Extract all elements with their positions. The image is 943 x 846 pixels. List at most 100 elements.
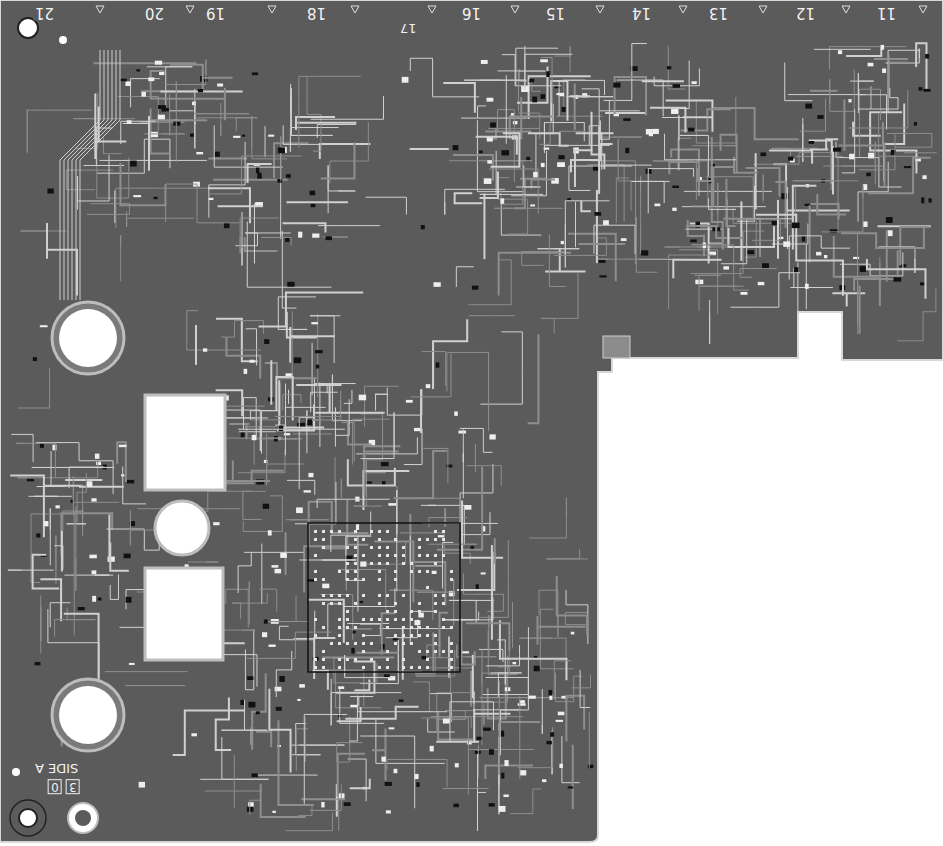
smd-pad	[433, 282, 440, 287]
copper-trace	[411, 353, 451, 397]
copper-trace	[114, 191, 115, 223]
smd-pad	[893, 277, 901, 281]
smd-pad	[360, 601, 364, 603]
copper-trace	[554, 661, 571, 699]
copper-trace	[389, 590, 432, 620]
smd-pad	[196, 152, 203, 154]
smd-pad	[550, 732, 554, 736]
bga-pad	[394, 554, 397, 557]
smd-pad	[486, 98, 493, 102]
bga-pad	[410, 570, 413, 573]
bga-pad	[378, 578, 381, 581]
bga-pad	[338, 658, 341, 661]
copper-trace	[528, 334, 539, 423]
copper-trace	[311, 96, 384, 119]
smd-pad	[96, 462, 101, 465]
copper-trace	[252, 673, 265, 749]
copper-trace	[261, 784, 306, 817]
copper-trace	[118, 96, 158, 131]
smd-pad	[532, 96, 537, 102]
smd-pad	[501, 150, 509, 155]
copper-trace	[491, 673, 522, 697]
copper-trace	[695, 275, 721, 311]
copper-trace	[344, 390, 352, 403]
copper-trace	[299, 377, 314, 489]
bga-pad	[394, 618, 397, 621]
bga-pad	[330, 602, 333, 605]
copper-trace	[105, 671, 188, 672]
smd-pad	[133, 195, 141, 197]
smd-pad	[672, 208, 676, 211]
copper-trace	[769, 150, 812, 163]
copper-trace	[286, 519, 329, 520]
board-tab	[603, 336, 630, 358]
copper-trace	[296, 384, 341, 386]
bga-pad	[402, 554, 405, 557]
copper-trace	[166, 184, 240, 223]
bga-pad	[386, 650, 389, 653]
copper-trace	[528, 133, 569, 146]
copper-trace	[859, 286, 861, 334]
bga-pad	[450, 642, 453, 645]
smd-pad	[173, 122, 180, 126]
copper-trace	[502, 658, 529, 659]
copper-trace	[443, 83, 475, 113]
copper-trace	[461, 118, 527, 119]
via	[59, 36, 67, 44]
copper-trace	[559, 131, 586, 132]
smd-pad	[530, 204, 535, 206]
copper-trace	[295, 482, 336, 524]
copper-trace	[480, 332, 522, 404]
bga-pad	[322, 594, 325, 597]
copper-trace	[245, 237, 278, 251]
bga-pad	[402, 626, 405, 629]
copper-trace	[121, 121, 155, 144]
copper-trace	[291, 88, 333, 136]
bga-pad	[354, 570, 357, 573]
copper-trace	[777, 200, 779, 259]
bga-pad	[418, 634, 421, 637]
copper-trace	[195, 325, 197, 365]
copper-trace	[354, 680, 369, 691]
bga-pad	[418, 570, 421, 573]
copper-trace	[334, 658, 377, 683]
smd-pad	[426, 384, 431, 388]
smd-pad	[279, 676, 284, 682]
copper-trace	[304, 714, 347, 804]
copper-trace	[366, 197, 407, 214]
smd-pad	[252, 435, 257, 440]
bga-pad	[338, 666, 341, 669]
copper-trace	[77, 473, 86, 523]
smd-pad	[27, 479, 34, 481]
copper-trace	[874, 58, 908, 60]
copper-trace	[374, 542, 413, 603]
smd-pad	[247, 676, 253, 680]
copper-trace	[276, 651, 291, 697]
copper-trace	[321, 538, 346, 549]
copper-trace	[108, 515, 110, 563]
bga-pad	[330, 594, 333, 597]
copper-trace	[297, 122, 356, 124]
copper-trace	[410, 148, 449, 150]
smd-pad	[646, 129, 653, 135]
smd-pad	[418, 613, 424, 618]
copper-trace	[320, 799, 339, 831]
bga-pad	[378, 538, 381, 541]
bga-pad	[338, 626, 341, 629]
copper-trace	[480, 697, 574, 698]
copper-trace	[544, 123, 610, 153]
copper-trace	[447, 352, 489, 431]
smd-pad	[533, 172, 538, 178]
smd-pad	[690, 239, 696, 242]
copper-trace	[320, 594, 353, 639]
copper-trace	[841, 226, 924, 248]
copper-trace	[66, 170, 113, 190]
copper-trace	[310, 785, 341, 811]
copper-trace	[662, 117, 708, 118]
smd-pad	[489, 803, 495, 806]
smd-pad	[652, 129, 659, 134]
smd-pad	[414, 620, 420, 625]
copper-trace	[221, 410, 260, 451]
smd-pad	[520, 770, 526, 775]
